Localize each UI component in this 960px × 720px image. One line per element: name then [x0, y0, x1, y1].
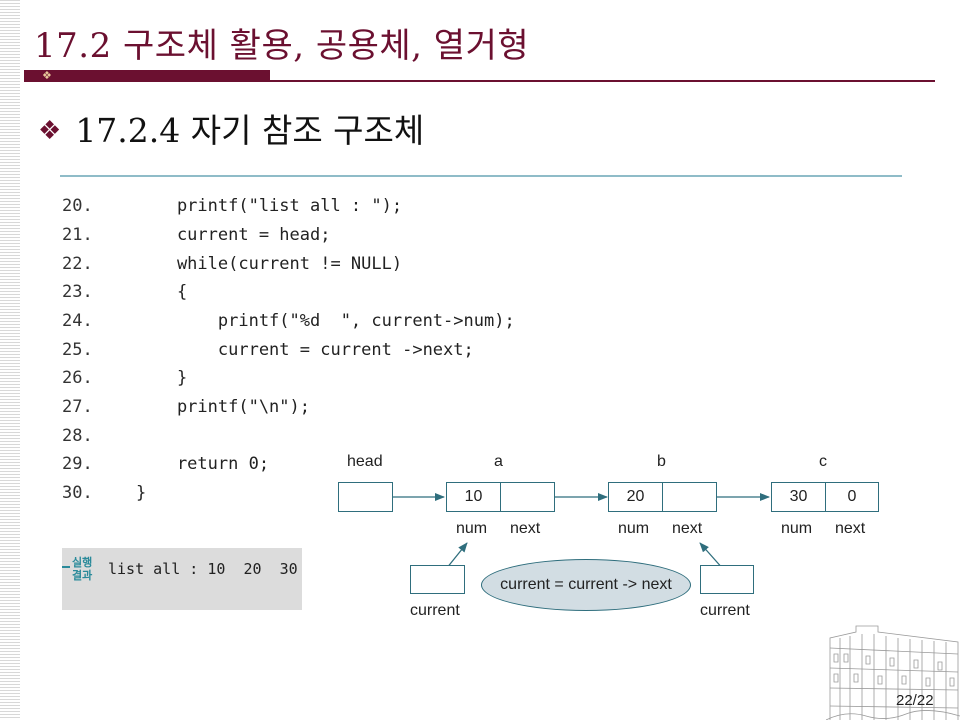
- code-text: printf("list all : ");: [136, 196, 403, 216]
- code-line: 29. return 0;: [62, 454, 269, 480]
- line-number: 30.: [62, 483, 93, 503]
- title-underline-rule: [270, 80, 935, 82]
- node-b-next-field-label: next: [672, 520, 703, 537]
- node-a-next: [501, 483, 554, 511]
- code-line: 21. current = head;: [62, 225, 330, 251]
- code-text: printf("%d ", current->num);: [136, 311, 515, 331]
- current-right-label: current: [700, 602, 750, 619]
- node-c-num-field-label: num: [781, 520, 813, 537]
- section-heading-text: 17.2.4 자기 참조 구조체: [75, 111, 425, 150]
- code-text: }: [136, 483, 147, 503]
- line-number: 20.: [62, 196, 93, 216]
- code-text: {: [136, 282, 188, 302]
- code-line: 20. printf("list all : ");: [62, 196, 402, 222]
- current-pointer-box-left: [410, 565, 465, 594]
- line-number: 25.: [62, 340, 93, 360]
- node-b-num-field-label: num: [618, 520, 650, 537]
- node-c-num: 30: [772, 483, 826, 511]
- left-decorative-stripe: [0, 0, 20, 720]
- building-sketch-image: [826, 625, 960, 720]
- result-label-line2: 결과: [72, 569, 93, 582]
- code-line: 22. while(current != NULL): [62, 254, 402, 280]
- node-b-next: [663, 483, 716, 511]
- head-pointer-box: [338, 482, 393, 512]
- node-a: 10: [446, 482, 555, 512]
- node-b-num: 20: [609, 483, 663, 511]
- code-text: current = current ->next;: [136, 340, 474, 360]
- node-b-label: b: [657, 453, 666, 470]
- code-line: 28.: [62, 426, 136, 452]
- line-number: 21.: [62, 225, 93, 245]
- node-a-next-field-label: next: [510, 520, 541, 537]
- code-text: printf("\n");: [136, 397, 310, 417]
- node-c-label: c: [819, 453, 827, 470]
- line-number: 28.: [62, 426, 93, 446]
- node-a-num-field-label: num: [456, 520, 488, 537]
- line-number: 26.: [62, 368, 93, 388]
- code-line: 30.}: [62, 483, 146, 509]
- line-number: 29.: [62, 454, 93, 474]
- page-number: 22/22: [896, 692, 934, 709]
- current-left-label: current: [410, 602, 460, 619]
- node-c-next-field-label: next: [835, 520, 866, 537]
- code-line: 26. }: [62, 368, 187, 394]
- code-text: return 0;: [136, 454, 270, 474]
- current-pointer-box-right: [700, 565, 754, 594]
- node-c: 30 0: [771, 482, 879, 512]
- node-a-label: a: [494, 453, 503, 470]
- slide-title: 17.2 구조체 활용, 공용체, 열거형: [34, 26, 530, 66]
- execution-result-box: 실행 결과 list all : 10 20 30: [62, 548, 302, 610]
- code-line: 25. current = current ->next;: [62, 340, 474, 366]
- node-a-num: 10: [447, 483, 501, 511]
- title-underline-bar: [24, 70, 270, 82]
- result-output: list all : 10 20 30: [108, 560, 298, 578]
- line-number: 27.: [62, 397, 93, 417]
- node-c-next: 0: [847, 488, 857, 505]
- result-label-dash: [62, 566, 70, 568]
- line-number: 22.: [62, 254, 93, 274]
- assignment-ellipse: current = current -> next: [481, 559, 691, 611]
- code-text: current = head;: [136, 225, 331, 245]
- result-label-line1: 실행: [72, 556, 93, 569]
- code-top-rule: [60, 175, 902, 177]
- code-text: }: [136, 368, 188, 388]
- line-number: 23.: [62, 282, 93, 302]
- bullet-diamond-icon: ❖: [38, 116, 62, 146]
- section-heading: ❖ 17.2.4 자기 참조 구조체: [38, 104, 424, 152]
- node-b: 20: [608, 482, 717, 512]
- line-number: 24.: [62, 311, 93, 331]
- code-line: 24. printf("%d ", current->num);: [62, 311, 515, 337]
- result-label: 실행 결과: [62, 556, 102, 582]
- code-line: 27. printf("\n");: [62, 397, 310, 423]
- code-text: while(current != NULL): [136, 254, 403, 274]
- code-line: 23. {: [62, 282, 187, 308]
- head-label: head: [347, 453, 383, 470]
- ornament-icon: ❖: [42, 69, 52, 82]
